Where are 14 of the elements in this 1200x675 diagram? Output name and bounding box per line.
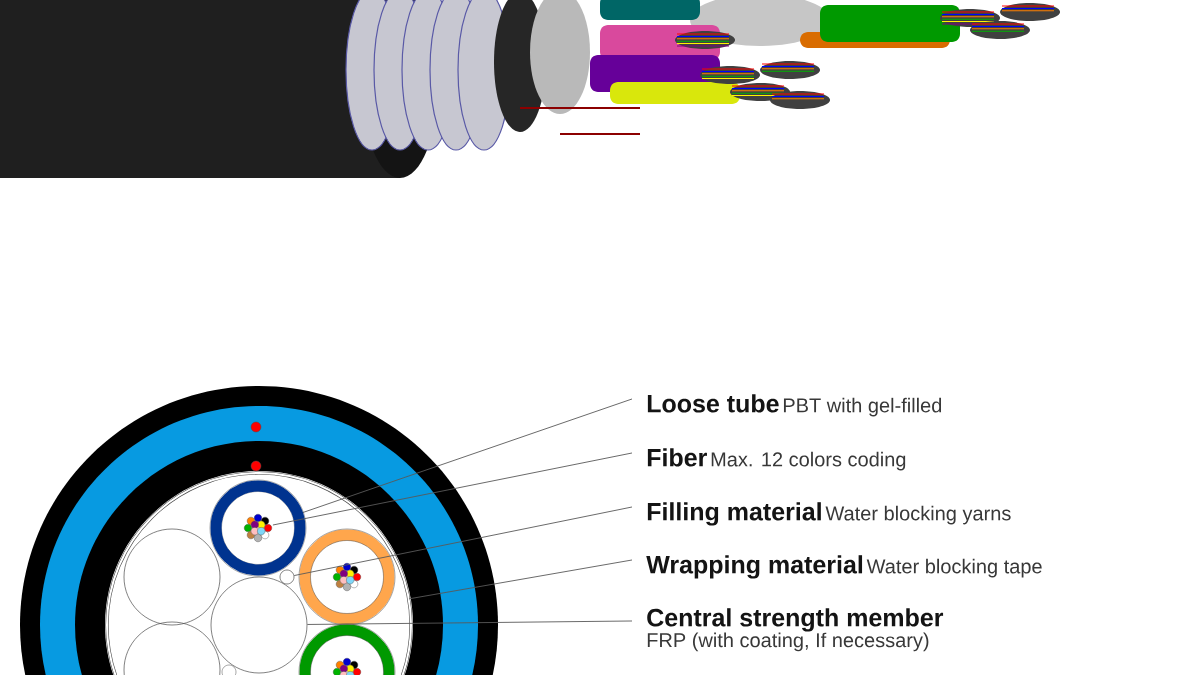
- wrapping-tape: [105, 471, 413, 675]
- part-label: Wrapping material Water blocking tape: [646, 555, 1042, 579]
- loose-tube: [210, 480, 306, 576]
- fiber-bundle: [244, 514, 272, 542]
- filling-yarn: [279, 569, 295, 585]
- leader-line: [272, 452, 633, 526]
- leader-line: [408, 559, 633, 600]
- leader-line: [306, 620, 633, 625]
- part-label: Central strength member FRP (with coating, If necessary): [647, 608, 944, 652]
- part-label: Loose tube PBT with gel-filled: [647, 394, 942, 417]
- leader-line: [293, 506, 633, 576]
- leader-line: [302, 398, 633, 513]
- central-strength-member: [210, 576, 308, 674]
- part-label: Filling material Water blocking yarns: [647, 502, 1011, 526]
